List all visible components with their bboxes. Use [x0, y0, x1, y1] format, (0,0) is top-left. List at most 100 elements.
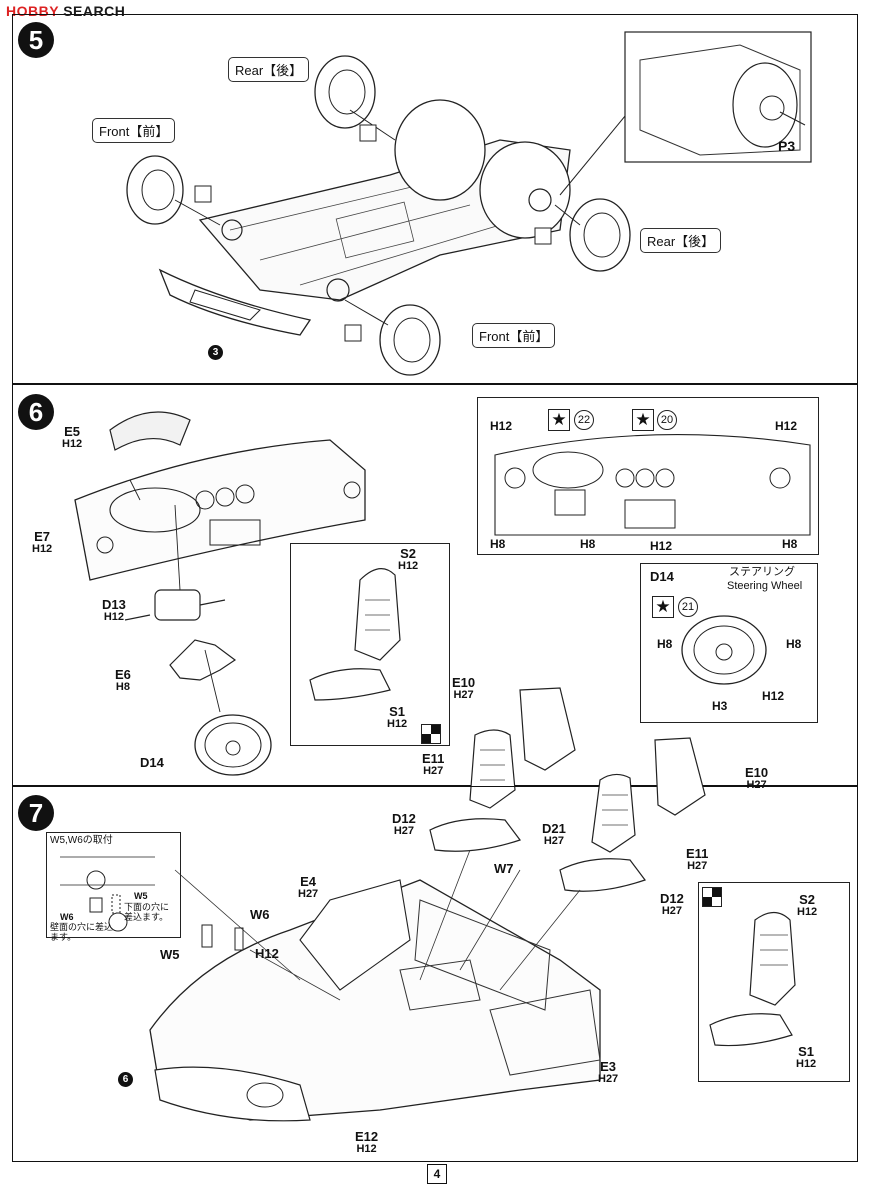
step6-seat-box — [290, 543, 450, 746]
step7-seat-s1-ref: H12 — [796, 1058, 817, 1070]
step6-dash-h12-right: H12 — [775, 419, 798, 433]
step6-label-e7-ref: H12 — [32, 543, 53, 555]
step5-tag-rear-right: Rear【後】 — [640, 228, 722, 253]
step6-wheel-h3: H3 — [712, 699, 728, 713]
step7-label-h12: H12 — [255, 947, 279, 960]
step7-ref-6: 6 — [118, 1072, 133, 1087]
step7-label-e12-code: E12 — [355, 1129, 379, 1144]
step6-seat-e11-right-ref: H27 — [687, 860, 708, 872]
step6-label-d14: D14 — [140, 756, 164, 769]
step7-label-e12: E12 H12 — [355, 1130, 378, 1156]
step6-num-20: 20 — [657, 410, 677, 430]
step7-label-d12-left-ref: H27 — [393, 825, 415, 837]
step7-label-e4-code: E4 — [300, 874, 317, 889]
step6-seat-s2: S2 H12 — [398, 547, 418, 573]
step6-dash-detail-box — [477, 397, 819, 555]
step7-label-e3: E3 H27 — [598, 1060, 618, 1086]
step7-label-d21-ref: H27 — [543, 835, 565, 847]
step6-dash-h8-right: H8 — [782, 537, 798, 551]
step7-label-w7-code: W7 — [494, 861, 514, 876]
step5-chassis-drawing — [126, 31, 812, 376]
step6-dash-h8-mid: H8 — [580, 537, 596, 551]
step6-wheel-title: D14 — [650, 569, 674, 584]
step6-panel — [12, 384, 858, 786]
step7-label-w7: W7 — [494, 862, 514, 875]
step6-seat-e10-right: E10 H27 — [745, 766, 768, 792]
step5-detail-label: P3 — [778, 138, 796, 154]
step5-badge: 5 — [18, 22, 54, 58]
step7-label-w6: W6 — [250, 908, 270, 921]
step7-note-w5: W5 — [134, 891, 148, 901]
step7-label-d12-left: D12 H27 — [392, 812, 416, 838]
step7-note-title: W5,W6の取付 — [50, 835, 113, 846]
step6-seat-e10-right-code: E10 — [745, 765, 769, 780]
step7-label-d12-right-code: D12 — [660, 891, 684, 906]
step7-note-w6: W6 — [60, 912, 74, 922]
step6-seat-s1-code: S1 — [389, 704, 406, 719]
step7-seat-s2-ref: H12 — [797, 906, 818, 918]
step6-seat-e11-left: E11 H27 — [422, 752, 444, 778]
step6-label-e7-code: E7 — [34, 529, 51, 544]
step6-wheel-h12: H12 — [762, 689, 785, 703]
step7-label-d21: D21 H27 — [542, 822, 566, 848]
step7-label-e4: E4 H27 — [298, 875, 318, 901]
step7-seat-s1: S1 H12 — [796, 1045, 816, 1071]
step7-label-e3-code: E3 — [600, 1059, 617, 1074]
step7-label-d12-left-code: D12 — [392, 811, 416, 826]
step7-label-e4-ref: H27 — [298, 888, 319, 900]
step6-label-d14-code: D14 — [140, 755, 164, 770]
step6-star-icon-20: ★ — [632, 409, 654, 431]
watermark-search: SEARCH — [63, 3, 126, 19]
step5-tag-front-left: Front【前】 — [92, 118, 176, 143]
step6-label-e5: E5 H12 — [62, 425, 82, 451]
step7-label-w5: W5 — [160, 948, 180, 961]
step5-ref-3: 3 — [208, 345, 223, 360]
step7-note-box — [46, 832, 181, 938]
step7-seat-s2-code: S2 — [799, 892, 816, 907]
step5-panel — [12, 14, 858, 384]
step6-seat-s1: S1 H12 — [387, 705, 407, 731]
step7-label-w6-code: W6 — [250, 907, 270, 922]
step6-dash-drawing — [74, 411, 811, 809]
step6-seat-e11-right-code: E11 — [686, 846, 709, 861]
step7-note-w5-text: 下面の穴に差込ます。 — [124, 902, 170, 922]
step7-label-e3-ref: H27 — [598, 1073, 619, 1085]
step6-seat-s1-ref: H12 — [387, 718, 408, 730]
step7-label-d12-right: D12 H27 — [660, 892, 684, 918]
watermark: HOBBY SEARCH — [6, 3, 125, 19]
step6-star-icon-21: ★ — [652, 596, 674, 618]
step7-label-h12-code: H12 — [255, 946, 279, 961]
step6-wheel-h8-right: H8 — [786, 637, 802, 651]
step6-num-21: 21 — [678, 597, 698, 617]
step7-label-e12-ref: H12 — [356, 1143, 377, 1155]
step6-badge: 6 — [18, 394, 54, 430]
step7-panel — [12, 786, 858, 1162]
step5-tag-front-bottom: Front【前】 — [472, 323, 556, 348]
step6-paint-symbol — [421, 724, 441, 744]
step6-wheel-h8-left: H8 — [657, 637, 673, 651]
step6-label-d13-code: D13 — [102, 597, 126, 612]
step6-seat-e11-left-ref: H27 — [423, 765, 444, 777]
step7-paint-symbol — [702, 887, 722, 907]
step7-label-w5-code: W5 — [160, 947, 180, 962]
step6-dash-h12-mid: H12 — [650, 539, 673, 553]
step6-label-e5-code: E5 — [64, 424, 81, 439]
step6-seat-e10-left-code: E10 — [452, 675, 476, 690]
step6-label-e6: E6 H8 — [115, 668, 131, 694]
step7-seat-s2: S2 H12 — [797, 893, 817, 919]
watermark-hobby: HOBBY — [6, 3, 59, 19]
step6-seat-e10-left: E10 H27 — [452, 676, 475, 702]
step6-num-22: 22 — [574, 410, 594, 430]
step7-seat-s1-code: S1 — [798, 1044, 815, 1059]
step6-label-e5-ref: H12 — [62, 438, 83, 450]
step6-dash-h8-left: H8 — [490, 537, 506, 551]
step7-label-d12-right-ref: H27 — [661, 905, 683, 917]
step6-label-d13: D13 H12 — [102, 598, 126, 624]
step6-wheel-en: Steering Wheel — [727, 580, 803, 592]
step6-label-e7: E7 H12 — [32, 530, 52, 556]
step6-seat-e10-left-ref: H27 — [453, 689, 474, 701]
step6-star-icon-22: ★ — [548, 409, 570, 431]
step7-note-w6-text: 壁面の穴に差込ます。 — [50, 922, 114, 942]
step7-label-d21-code: D21 — [542, 821, 566, 836]
